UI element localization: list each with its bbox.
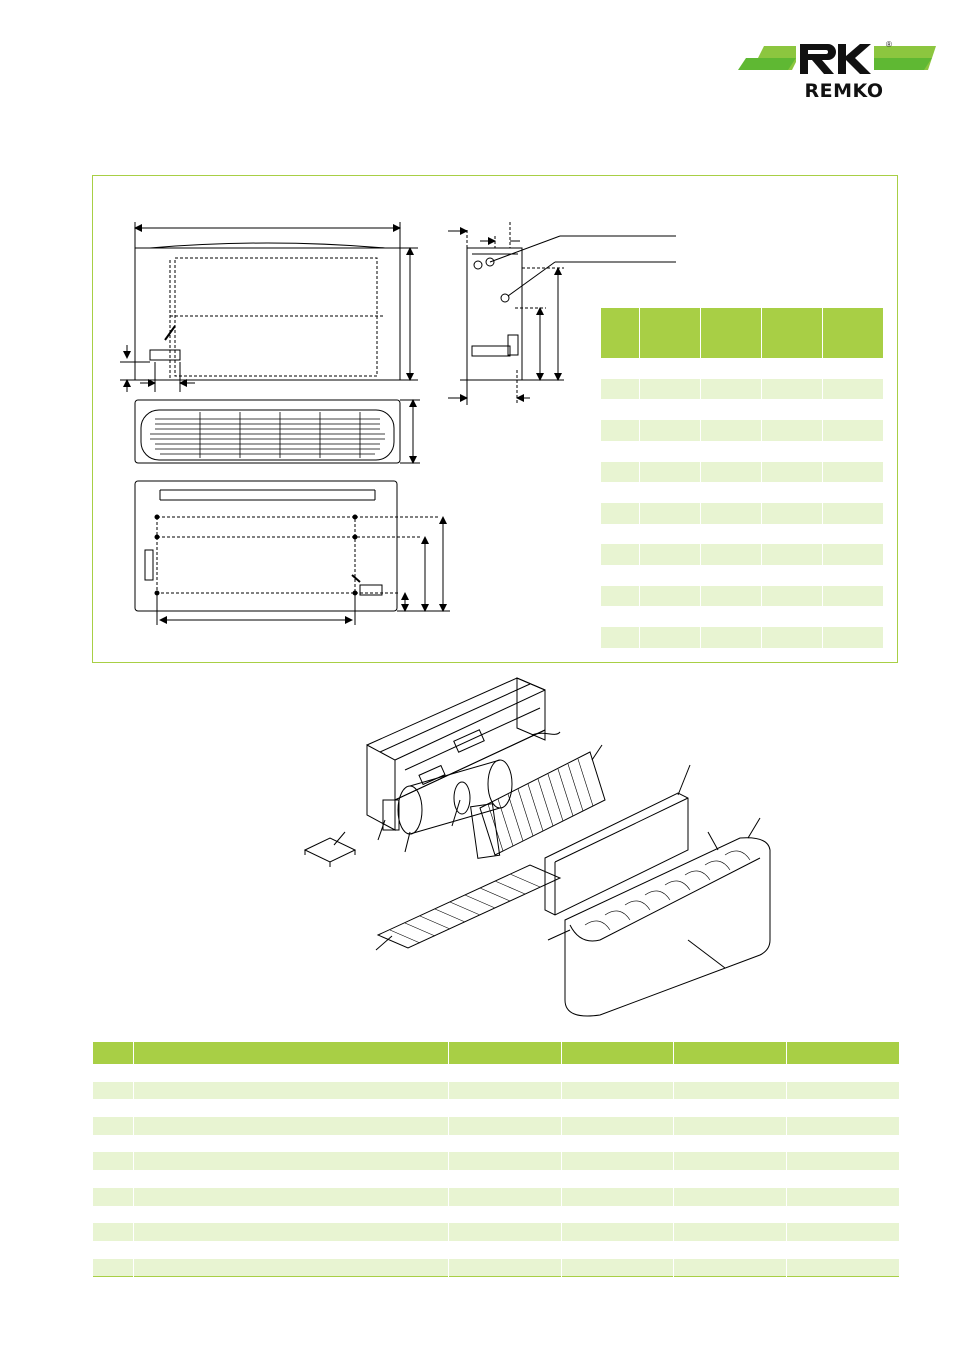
dimension-drawing-panel [92, 175, 898, 663]
parts-table-row [92, 1064, 899, 1082]
dim-table-row [600, 440, 883, 462]
dim-table-row [600, 399, 883, 421]
dim-header-cell [760, 308, 823, 358]
parts-table-row [92, 1240, 899, 1259]
dim-table-row [600, 523, 883, 545]
parts-header-cell [133, 1042, 449, 1064]
dimension-table-header [600, 308, 883, 358]
dim-table-row [600, 627, 883, 648]
dim-table-row [600, 585, 883, 607]
remko-logo-mark [738, 42, 936, 76]
parts-table-row [92, 1152, 899, 1171]
dim-table-row [600, 565, 883, 586]
dimension-table [600, 308, 883, 648]
dim-table-row [600, 544, 883, 566]
parts-header-cell [673, 1042, 787, 1064]
side-view-drawing [448, 222, 676, 405]
parts-table-row [92, 1134, 899, 1153]
dim-table-row [600, 606, 883, 628]
parts-table-row [92, 1258, 899, 1277]
dim-header-cell [821, 308, 883, 358]
dim-table-row [600, 358, 883, 379]
dim-header-cell [600, 308, 640, 358]
parts-header-cell [785, 1042, 899, 1064]
parts-table-row [92, 1099, 899, 1118]
parts-table-row [92, 1081, 899, 1100]
parts-header-cell [560, 1042, 674, 1064]
dim-header-cell [639, 308, 701, 358]
dim-table-row [600, 482, 883, 503]
front-view-drawing [120, 222, 418, 392]
parts-table-row [92, 1223, 899, 1241]
parts-table-row [92, 1187, 899, 1206]
parts-table-row [92, 1117, 899, 1135]
parts-table-row [92, 1205, 899, 1224]
parts-header-cell [92, 1042, 134, 1064]
exploded-view-drawing [303, 677, 771, 1017]
rear-view-drawing [134, 480, 450, 625]
dim-table-row [600, 502, 883, 524]
parts-table-header [92, 1042, 899, 1064]
registered-mark: ® [886, 40, 892, 49]
dim-header-cell [699, 308, 762, 358]
parts-table-row [92, 1170, 899, 1188]
brand-name: REMKO [804, 80, 884, 102]
dim-table-row [600, 420, 883, 441]
parts-header-cell [448, 1042, 562, 1064]
dim-table-row [600, 378, 883, 400]
dim-table-row [600, 461, 883, 483]
grille-view-drawing [134, 399, 420, 464]
spare-parts-table [92, 1042, 899, 1277]
